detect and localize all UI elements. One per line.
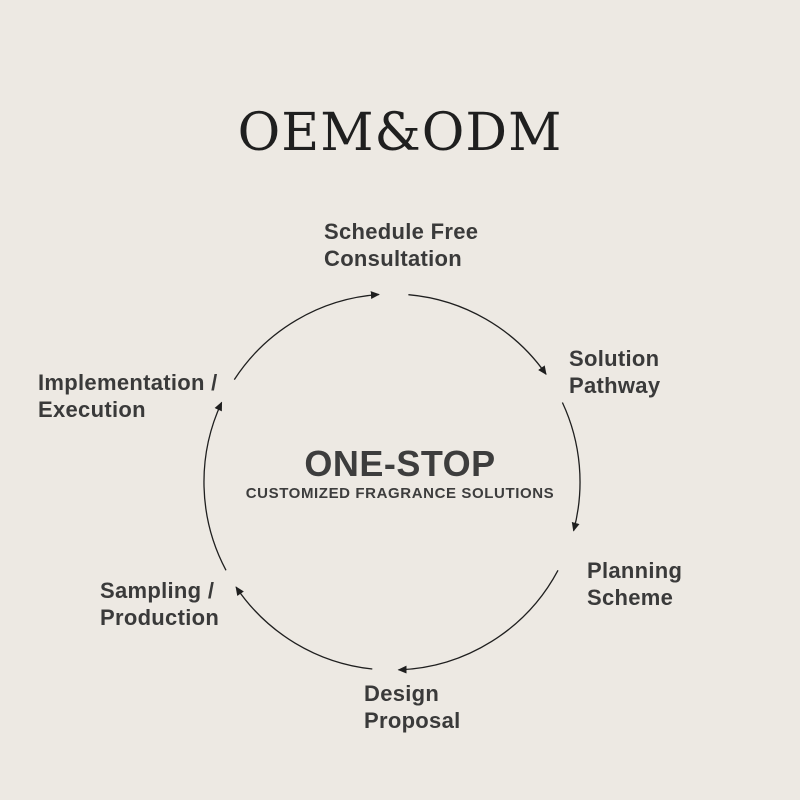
center-headline: ONE-STOP <box>304 443 496 484</box>
step-design-proposal: Design Proposal <box>364 680 461 734</box>
step-label-line2: Pathway <box>569 373 661 398</box>
step-label-line2: Execution <box>38 397 146 422</box>
step-label-line1: Planning <box>587 558 683 583</box>
step-label-line1: Implementation / <box>38 370 218 395</box>
step-label-line2: Scheme <box>587 585 674 610</box>
cycle-arrow-1 <box>408 294 547 376</box>
center-subheadline: CUSTOMIZED FRAGRANCE SOLUTIONS <box>245 485 555 502</box>
cycle-arcs <box>203 291 581 674</box>
step-planning-scheme: Planning Scheme <box>587 557 682 611</box>
cycle-arrow-3 <box>397 569 559 674</box>
step-label-line1: Schedule Free <box>324 219 479 244</box>
step-label-line1: Solution <box>569 346 660 371</box>
cycle-arrow-4 <box>235 586 373 670</box>
step-implementation-execution: Implementation / Execution <box>38 369 218 423</box>
step-label-line1: Sampling / <box>100 578 215 603</box>
page-title: OEM&ODM <box>237 103 563 163</box>
step-label-line2: Production <box>100 605 220 630</box>
cycle-arrow-2 <box>561 402 581 532</box>
step-schedule-free-consultation: Schedule Free Consultation <box>324 218 478 272</box>
cycle-arrow-5 <box>203 401 227 571</box>
step-label-line2: Consultation <box>324 246 463 271</box>
step-sampling-production: Sampling / Production <box>100 577 219 631</box>
cycle-arrow-6 <box>233 291 380 380</box>
step-solution-pathway: Solution Pathway <box>569 345 660 399</box>
step-label-line2: Proposal <box>364 708 461 733</box>
step-label-line1: Design <box>364 681 440 706</box>
